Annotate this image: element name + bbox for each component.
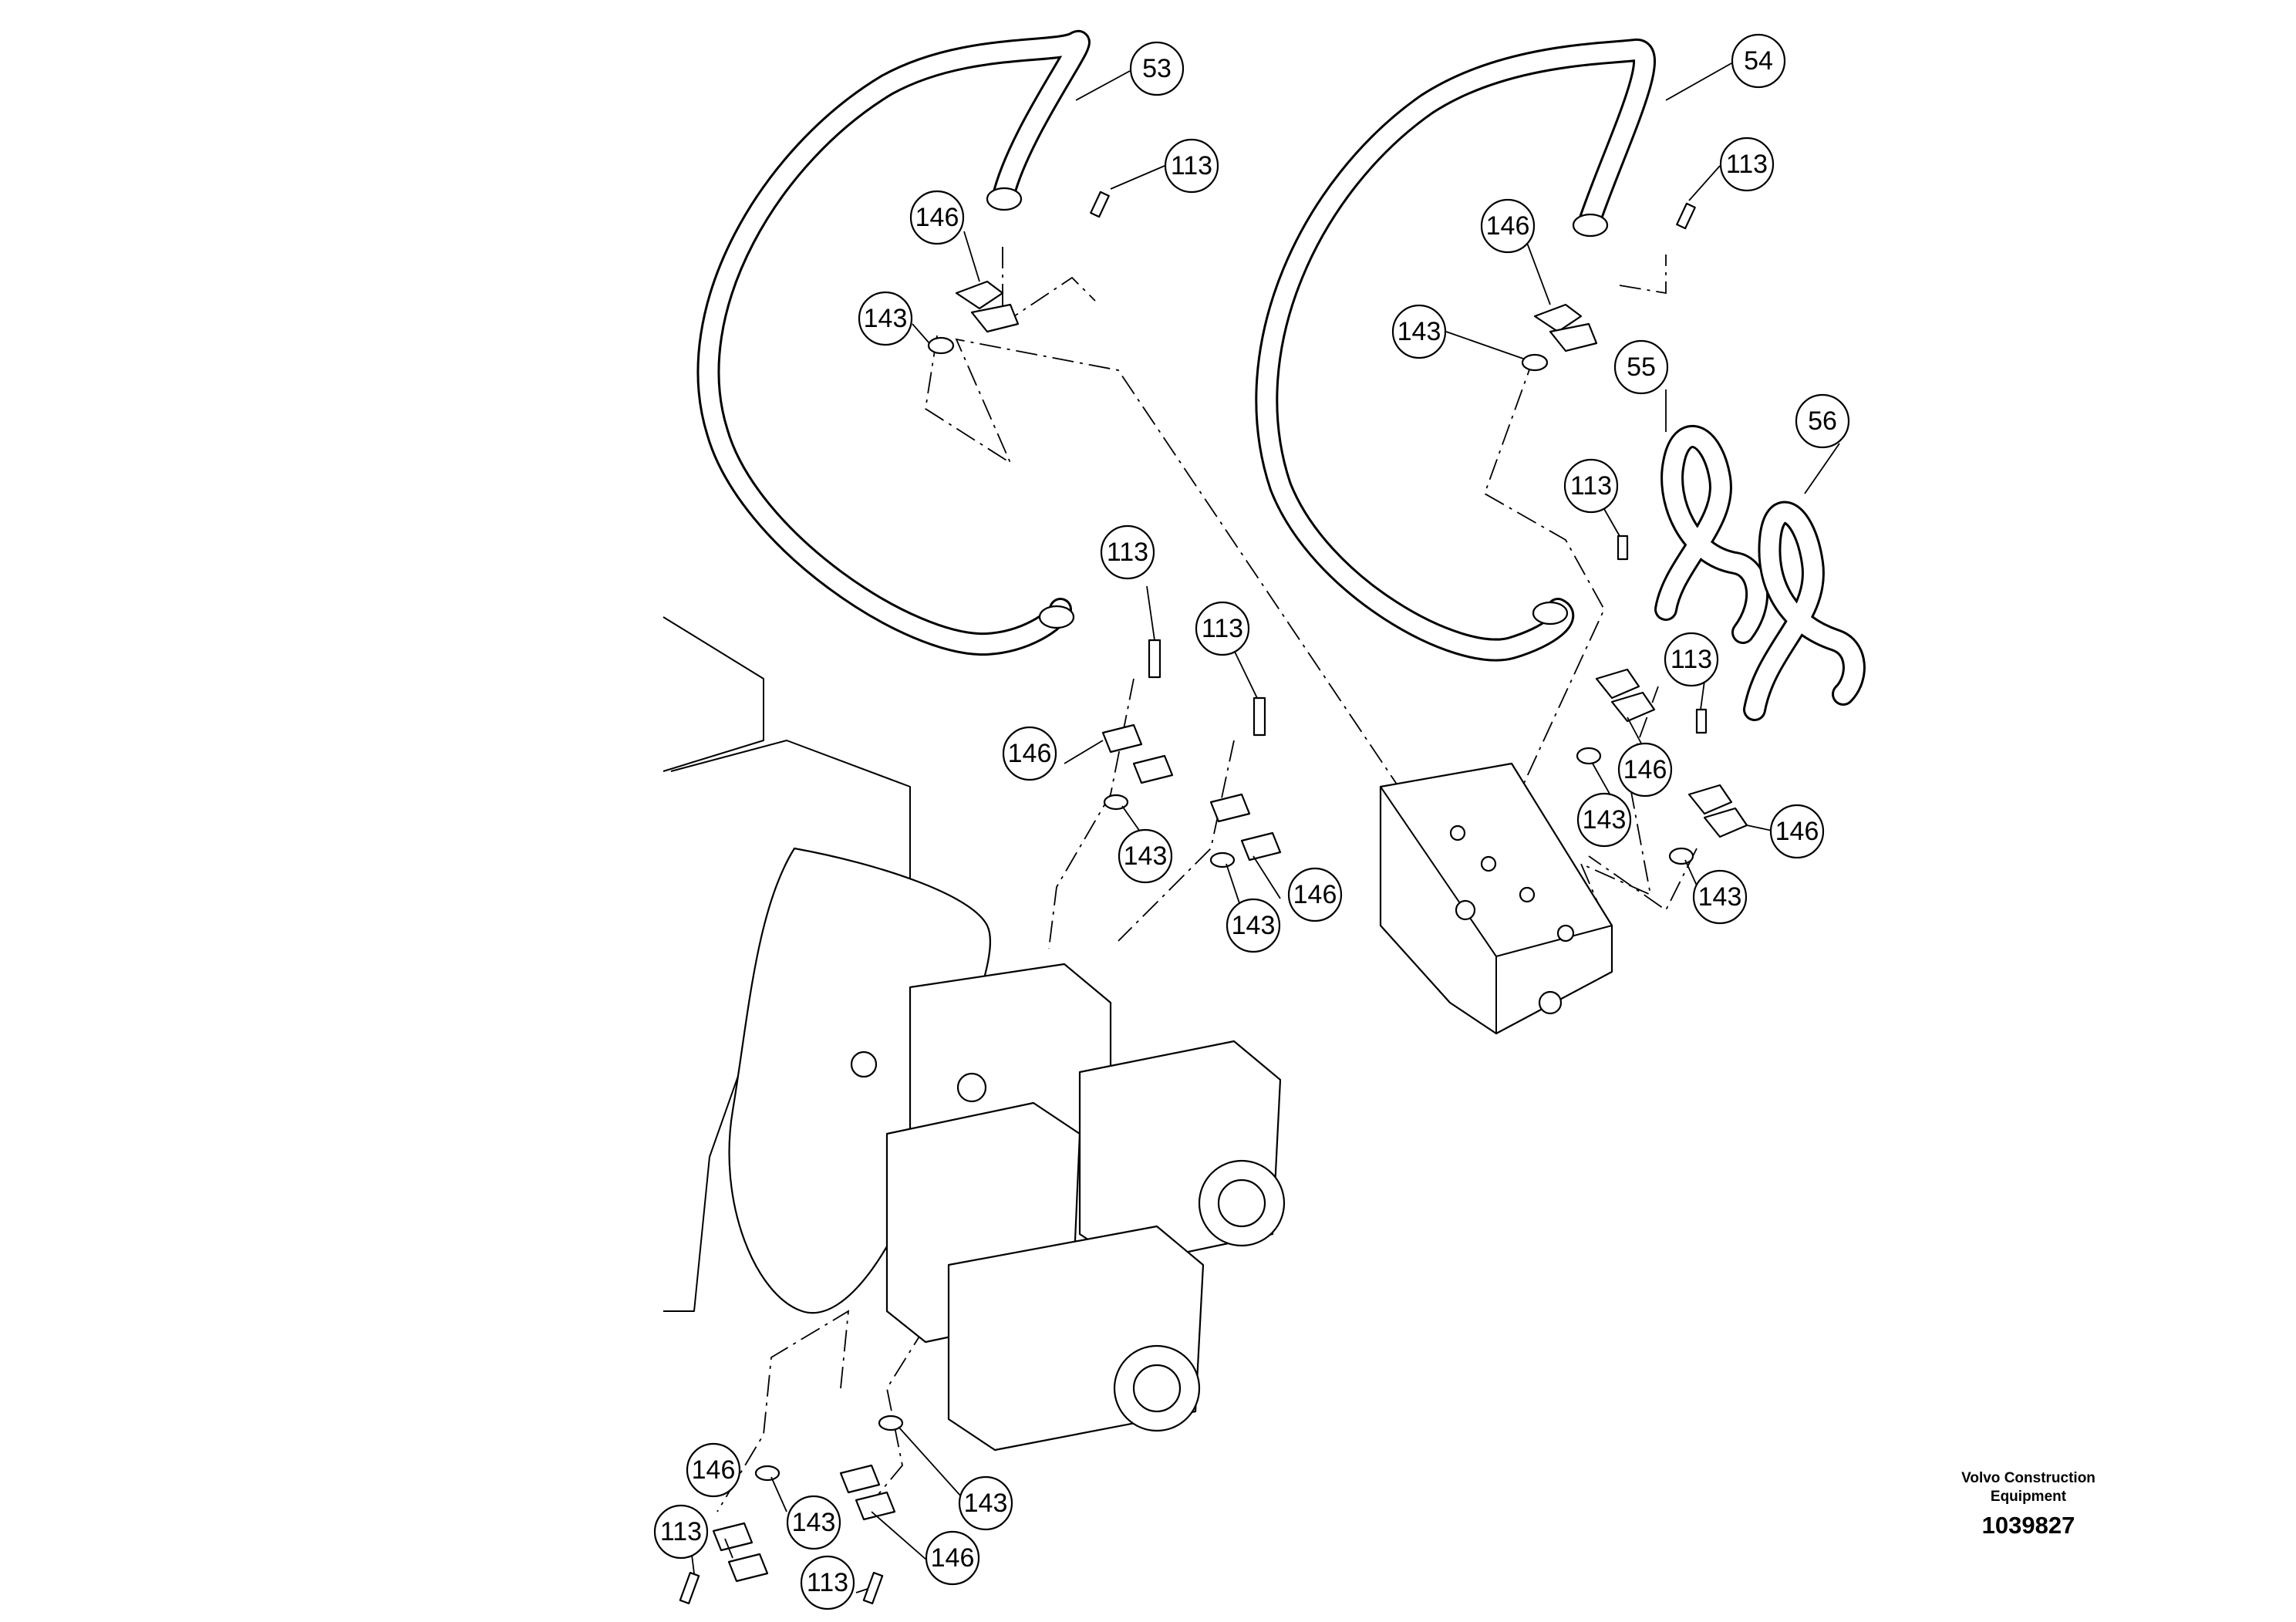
brand-label: Volvo Construction Equipment <box>1928 1469 2129 1506</box>
brand-line-1: Volvo Construction <box>1961 1470 2095 1486</box>
svg-text:113: 113 <box>1171 151 1212 180</box>
brand-line-2: Equipment <box>1990 1489 2067 1505</box>
callout-146-f[interactable]: 146 <box>1769 804 1825 859</box>
callout-143-h[interactable]: 143 <box>958 1475 1013 1531</box>
callout-113-f[interactable]: 113 <box>1195 601 1250 656</box>
callout-113-a[interactable]: 113 <box>1164 138 1219 194</box>
svg-text:143: 143 <box>964 1489 1008 1518</box>
callout-143-f[interactable]: 143 <box>1692 869 1748 925</box>
callout-146-g[interactable]: 146 <box>686 1442 741 1498</box>
svg-text:146: 146 <box>1486 211 1530 241</box>
svg-text:146: 146 <box>1293 880 1337 909</box>
callout-143-a[interactable]: 143 <box>858 291 913 346</box>
engine-pump-assembly <box>663 616 1286 1452</box>
svg-text:143: 143 <box>864 304 908 333</box>
svg-text:113: 113 <box>1570 471 1612 501</box>
svg-text:143: 143 <box>792 1508 836 1537</box>
callout-113-e[interactable]: 113 <box>1100 524 1155 580</box>
hose-54 <box>1255 39 1656 662</box>
svg-text:146: 146 <box>1008 739 1052 768</box>
svg-text:113: 113 <box>660 1517 702 1546</box>
svg-text:113: 113 <box>1107 538 1148 567</box>
svg-text:113: 113 <box>1726 150 1768 179</box>
svg-text:143: 143 <box>1397 317 1441 346</box>
control-valve-block <box>1379 762 1613 1035</box>
callout-146-d[interactable]: 146 <box>1617 742 1673 798</box>
svg-text:56: 56 <box>1808 406 1837 436</box>
callout-146-a[interactable]: 146 <box>909 190 965 245</box>
leader-lines <box>689 62 1840 1593</box>
diagram-number: 1039827 <box>1981 1512 2075 1539</box>
callout-55[interactable]: 55 <box>1613 339 1669 395</box>
fittings <box>679 191 1748 1605</box>
svg-text:113: 113 <box>1671 645 1712 674</box>
svg-text:146: 146 <box>1623 755 1667 784</box>
callout-54[interactable]: 54 <box>1731 33 1786 89</box>
svg-text:113: 113 <box>1202 614 1243 643</box>
svg-text:113: 113 <box>807 1568 848 1597</box>
hose-56 <box>1743 501 1866 721</box>
svg-text:146: 146 <box>915 203 959 232</box>
callout-56[interactable]: 56 <box>1795 393 1850 449</box>
callout-146-h[interactable]: 146 <box>925 1530 980 1586</box>
callout-146-e[interactable]: 146 <box>1287 867 1343 922</box>
callout-113-g[interactable]: 113 <box>653 1504 709 1560</box>
svg-text:146: 146 <box>931 1543 975 1573</box>
svg-text:54: 54 <box>1744 46 1773 76</box>
callout-143-c[interactable]: 143 <box>1576 792 1632 848</box>
callout-113-c[interactable]: 113 <box>1563 458 1619 514</box>
callout-113-b[interactable]: 113 <box>1719 137 1775 192</box>
callout-113-d[interactable]: 113 <box>1664 632 1719 687</box>
hose-55 <box>1654 425 1769 644</box>
callout-143-g[interactable]: 143 <box>786 1495 841 1550</box>
callout-146-c[interactable]: 146 <box>1002 726 1057 781</box>
callout-143-e[interactable]: 143 <box>1226 898 1281 953</box>
svg-text:143: 143 <box>1124 841 1168 871</box>
callout-143-d[interactable]: 143 <box>1118 828 1173 884</box>
callout-146-b[interactable]: 146 <box>1480 198 1536 254</box>
callout-143-b[interactable]: 143 <box>1391 304 1447 359</box>
svg-text:146: 146 <box>692 1455 736 1485</box>
hose-53 <box>696 29 1091 656</box>
callout-113-h[interactable]: 113 <box>800 1555 855 1610</box>
svg-text:143: 143 <box>1232 911 1276 940</box>
svg-text:55: 55 <box>1627 352 1656 382</box>
svg-text:143: 143 <box>1698 882 1742 912</box>
callout-53[interactable]: 53 <box>1129 41 1185 96</box>
svg-text:53: 53 <box>1142 54 1172 83</box>
svg-text:143: 143 <box>1583 805 1627 835</box>
svg-text:146: 146 <box>1775 817 1819 846</box>
